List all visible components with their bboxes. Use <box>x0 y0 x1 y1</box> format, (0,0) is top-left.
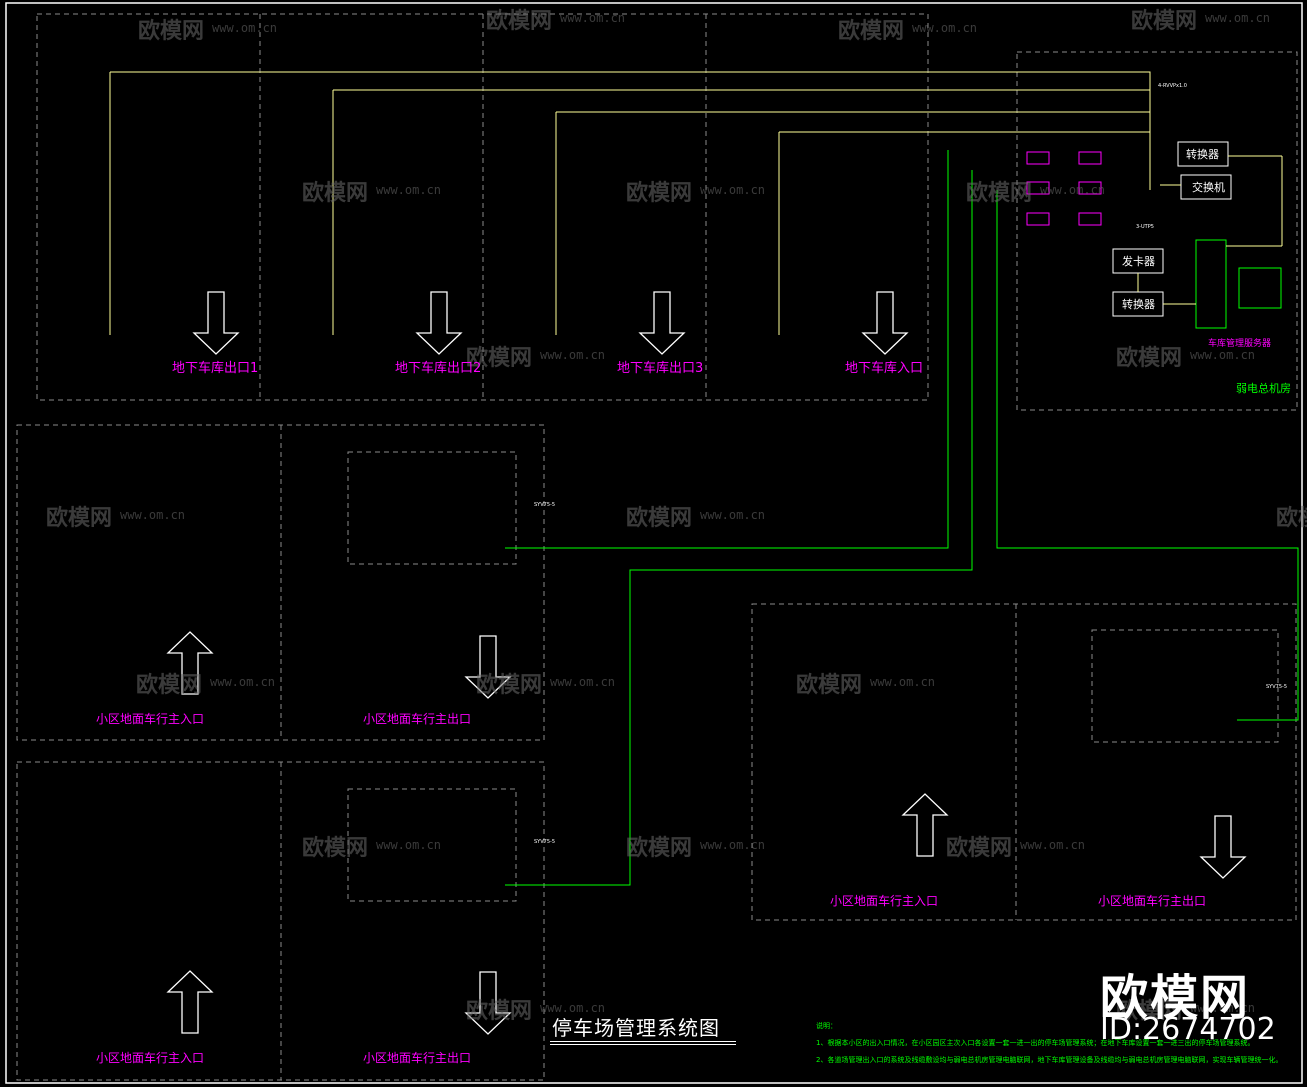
watermark-url: www.om.cn <box>1020 838 1085 852</box>
watermark-brand: 欧模网 <box>476 672 542 698</box>
watermark-url: www.om.cn <box>1190 348 1255 362</box>
notes-heading: 说明： <box>816 1022 837 1030</box>
watermark-logo: 欧模网 <box>1100 970 1251 1026</box>
watermark-brand: 欧模网 <box>626 180 692 206</box>
title-underline <box>550 1041 736 1045</box>
notes-block: 说明： 1、根据本小区的出入口情况，在小区园区主次入口各设置一套一进一出的停车场… <box>816 1018 1283 1069</box>
watermark-brand: 欧模网 <box>1116 998 1182 1024</box>
zone-label-exit1: 地下车库出口1 <box>172 360 258 376</box>
watermark-url: www.om.cn <box>1040 183 1105 197</box>
watermark-url: www.om.cn <box>700 838 765 852</box>
watermark-brand: 欧模网 <box>1131 8 1197 34</box>
watermark-url: www.om.cn <box>376 838 441 852</box>
zone-label-ground-out-3: 小区地面车行主出口 <box>1098 893 1206 908</box>
cable-label-utp-multi: 3-UTP5 <box>1136 224 1154 230</box>
watermark-url: www.om.cn <box>210 675 275 689</box>
watermark-url: www.om.cn <box>1190 1001 1255 1015</box>
device-label-converter: 转换器 <box>1186 147 1219 161</box>
device-label-card-issuer: 发卡器 <box>1122 254 1155 268</box>
watermark-url: www.om.cn <box>120 508 185 522</box>
watermark-brand: 欧模网 <box>796 672 862 698</box>
zone-boundaries <box>16 13 1298 1081</box>
watermark-brand: 欧模网 <box>466 998 532 1024</box>
sheet-frame <box>5 2 1303 1084</box>
device-label-switch: 交换机 <box>1192 180 1225 194</box>
watermark-url: www.om.cn <box>870 675 935 689</box>
trunk-cables <box>109 71 1151 335</box>
watermark-brand: 欧模网 <box>1276 505 1307 531</box>
watermark-url: www.om.cn <box>912 21 977 35</box>
watermark-url: www.om.cn <box>540 1001 605 1015</box>
watermark-brand: 欧模网 <box>466 345 532 371</box>
zone-label-ground-out-2: 小区地面车行主出口 <box>363 1050 471 1065</box>
zone-label-entrance: 地下车库入口 <box>845 360 923 376</box>
watermark-url: www.om.cn <box>560 11 625 25</box>
watermark-brand: 欧模网 <box>486 8 552 34</box>
cable-label-main: 4-RVVPx1.0 <box>1158 83 1187 89</box>
watermark-brand: 欧模网 <box>302 180 368 206</box>
zone-label-exit3: 地下车库出口3 <box>617 360 703 376</box>
watermark-url: www.om.cn <box>700 508 765 522</box>
cable-label-syv-3: SYV75-5 <box>1266 684 1287 690</box>
watermark-layer: 欧模网 www.om.cn 欧模网 www.om.cn 欧模网 www.om.cn 欧模网 w… <box>46 8 1307 1024</box>
cable-label-syv-1: SYV75-5 <box>534 502 555 508</box>
device-label-server: 车库管理服务器 <box>1208 337 1271 349</box>
drawing-title: 停车场管理系统图 <box>552 1016 720 1040</box>
fiber-links <box>505 150 1299 886</box>
zone-label-exit2: 地下车库出口2 <box>395 360 481 376</box>
cable-label-syv-2: SYV75-5 <box>534 839 555 845</box>
watermark-url: www.om.cn <box>212 21 277 35</box>
traffic-arrows <box>166 291 1247 1035</box>
watermark-url: www.om.cn <box>1205 11 1270 25</box>
watermark-brand: 欧模网 <box>626 505 692 531</box>
watermark-url: www.om.cn <box>376 183 441 197</box>
watermark-brand: 欧模网 <box>138 18 204 44</box>
watermark-id: ID:2674702 <box>1100 1012 1276 1047</box>
label-layer: 地下车库出口1 地下车库出口2 地下车库出口3 地下车库入口 弱电总机房 小区地… <box>96 83 1291 1065</box>
watermark-brand: 欧模网 <box>966 180 1032 206</box>
watermark-url: www.om.cn <box>700 183 765 197</box>
zone-label-ground-in-3: 小区地面车行主入口 <box>830 893 938 908</box>
watermark-brand: 欧模网 <box>46 505 112 531</box>
room-media-converters <box>1026 151 1102 226</box>
zone-label-ground-out-1: 小区地面车行主出口 <box>363 711 471 726</box>
watermark-url: www.om.cn <box>550 675 615 689</box>
watermark-brand: 欧模网 <box>302 835 368 861</box>
watermark-brand: 欧模网 <box>1116 345 1182 371</box>
zone-label-ground-in-2: 小区地面车行主入口 <box>96 1050 204 1065</box>
watermark-brand: 欧模网 <box>626 835 692 861</box>
control-room-equipment <box>1112 141 1283 329</box>
watermark-brand: 欧模网 <box>838 18 904 44</box>
watermark-url: www.om.cn <box>540 348 605 362</box>
watermark-brand: 欧模网 <box>136 672 202 698</box>
notes-line-1: 1、根据本小区的出入口情况，在小区园区主次入口各设置一套一进一出的停车场管理系统… <box>816 1039 1255 1047</box>
zone-label-room: 弱电总机房 <box>1236 381 1291 395</box>
zone-label-ground-in-1: 小区地面车行主入口 <box>96 711 204 726</box>
notes-line-2: 2、各道场管理出入口的系统及线缆敷设均与弱电总机房管理电脑联网，地下车库管理设备… <box>816 1056 1283 1064</box>
watermark-brand: 欧模网 <box>946 835 1012 861</box>
device-label-transceiver: 转换器 <box>1122 297 1155 311</box>
